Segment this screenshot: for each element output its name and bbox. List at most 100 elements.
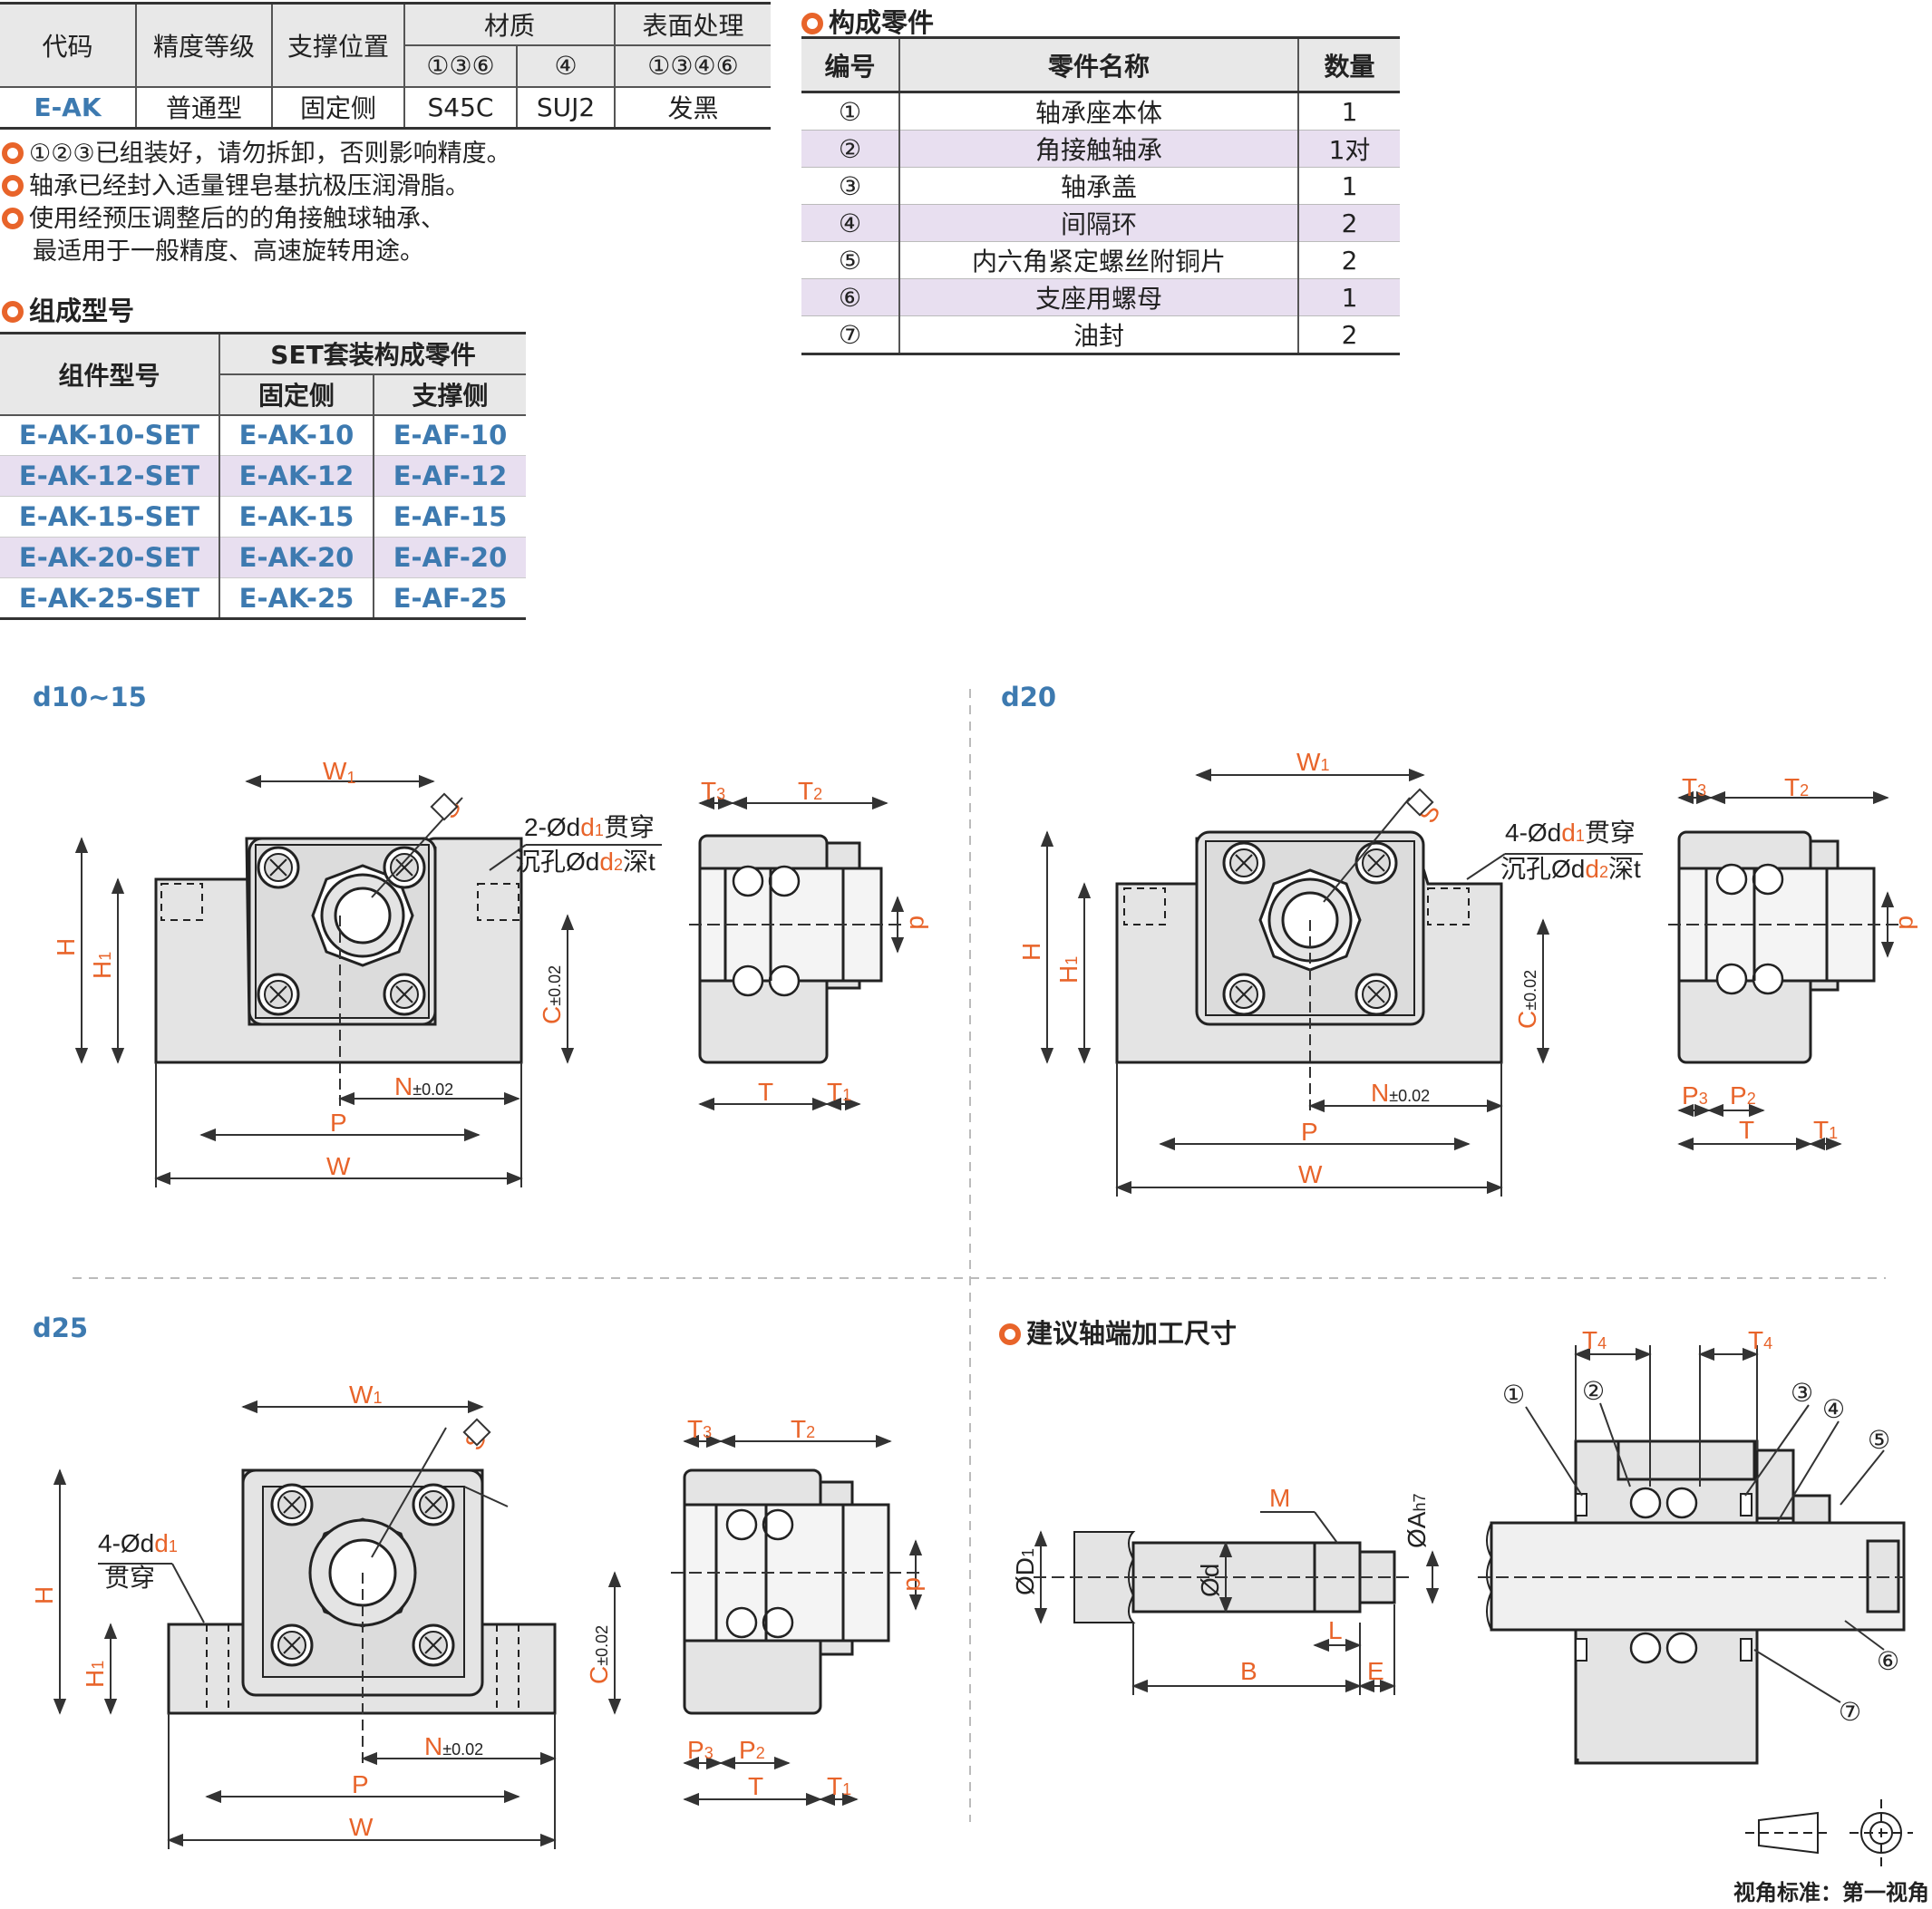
dim-t2-label-d25: T (791, 1415, 806, 1443)
dim-c-tol-d20: ±0.02 (1521, 970, 1539, 1011)
hole-note-1b-d20: 贯穿 (1585, 819, 1636, 847)
drawing-d10-15-labels: W1 H H1 C±0.02 N±0.02 P W S 2-Ødd1贯穿 沉孔Ø… (52, 757, 655, 1180)
hole-note-2b-d20: 深t (1608, 855, 1641, 883)
hole-note-2b: 深t (623, 848, 655, 876)
table-row: E-AK-20-SET E-AK-20 E-AF-20 (0, 537, 526, 578)
part-name: 间隔环 (899, 204, 1299, 242)
svg-text:T3: T3 (701, 777, 725, 805)
dim-n-tol: ±0.02 (413, 1080, 453, 1099)
svg-text:W1: W1 (323, 757, 355, 787)
drawing-label-d10-15: d10~15 (33, 682, 147, 712)
svg-text:T3: T3 (1682, 773, 1706, 801)
svg-text:H1: H1 (88, 952, 116, 979)
note-3: 使用经预压调整后的的角接触球轴承、 (2, 203, 445, 236)
hole-note-1-d25: 4-Ød (98, 1529, 154, 1557)
parts-section-title: 构成零件 (801, 2, 934, 40)
set-header-model: 组件型号 (0, 332, 220, 416)
dim-d-label-d25: d (901, 1577, 929, 1592)
spec-header-surface-sub: ①③④⑥ (615, 44, 771, 88)
svg-text:T1: T1 (827, 1772, 851, 1800)
set-header-set: SET套装构成零件 (219, 332, 526, 375)
spec-header-material-sub2: ④ (517, 44, 616, 88)
svg-text:T4: T4 (1748, 1326, 1772, 1354)
spec-header-grade: 精度等级 (136, 2, 273, 88)
dim-w1-label-d20: W (1296, 748, 1321, 776)
dim-t3-label-d25: T (687, 1415, 703, 1443)
set-support: E-AF-10 (374, 414, 526, 456)
svg-text:T4: T4 (1582, 1326, 1607, 1354)
dim-n-tol-d20: ±0.02 (1389, 1087, 1430, 1105)
bullet-icon (2, 142, 24, 164)
svg-text:T1: T1 (827, 1078, 851, 1106)
svg-text:ØD1: ØD1 (1011, 1548, 1039, 1595)
hole-note-2: 沉孔Ød (515, 848, 599, 876)
part-qty: 1 (1298, 278, 1400, 316)
dim-c-label-d25: C (585, 1666, 613, 1684)
svg-text:P3: P3 (1682, 1081, 1708, 1110)
svg-text:N±0.02: N±0.02 (1371, 1079, 1430, 1107)
set-support: E-AF-12 (374, 455, 526, 497)
svg-text:C±0.02: C±0.02 (585, 1625, 613, 1684)
bullet-icon (999, 1323, 1021, 1345)
part-qty: 2 (1298, 241, 1400, 279)
dim-t-label: T (758, 1078, 773, 1106)
part-no: ⑦ (801, 315, 900, 355)
dim-d1-label: ØD (1011, 1557, 1039, 1595)
svg-text:4-Ødd1: 4-Ødd1 (98, 1529, 178, 1557)
part-name: 轴承座本体 (899, 92, 1299, 131)
svg-text:N±0.02: N±0.02 (394, 1072, 453, 1100)
table-row: E-AK-15-SET E-AK-15 E-AF-15 (0, 496, 526, 538)
drawing-d20-side (1677, 830, 1876, 1064)
bullet-icon (2, 175, 24, 197)
note-text: 使用经预压调整后的的角接触球轴承、 (29, 205, 445, 233)
drawing-label-d20: d20 (1001, 682, 1057, 712)
set-model: E-AK-25-SET (0, 577, 220, 620)
svg-text:4-Ødd1贯穿: 4-Ødd1贯穿 (1505, 819, 1636, 847)
bullet-icon (2, 208, 24, 229)
parts-header-name: 零件名称 (899, 36, 1299, 93)
svg-text:H1: H1 (1054, 956, 1083, 984)
dim-t1-label: T (827, 1078, 842, 1106)
part-name: 角接触轴承 (899, 130, 1299, 168)
spec-surface: 发黑 (615, 86, 771, 130)
svg-text:T2: T2 (798, 777, 822, 805)
svg-text:T2: T2 (1784, 773, 1809, 801)
svg-text:W1: W1 (349, 1381, 382, 1409)
svg-text:T1: T1 (1813, 1116, 1838, 1144)
spec-header-code: 代码 (0, 2, 137, 88)
dim-h-label-d20: H (1017, 943, 1045, 961)
assembly-callouts: ① ② ③ ④ ⑤ ⑥ ⑦ (1502, 1377, 1899, 1726)
dim-p-label: P (330, 1109, 347, 1137)
hole-note-1-d20: 4-Ød (1505, 819, 1561, 847)
svg-text:沉孔Ødd2深t: 沉孔Ødd2深t (1500, 855, 1641, 883)
drawing-d10-15-side (698, 834, 883, 1064)
note-2: 轴承已经封入适量锂皂基抗极压润滑脂。 (2, 170, 470, 203)
hole-note-1b-d25: 贯穿 (104, 1564, 155, 1592)
part-no: ② (801, 130, 900, 168)
spec-row: E-AK 普通型 固定侧 S45C SUJ2 发黑 (0, 86, 771, 130)
dim-p2-label-d20: P (1730, 1081, 1747, 1110)
part-qty: 1 (1298, 92, 1400, 131)
first-angle-projection-icon (1745, 1799, 1913, 1867)
dim-m-label: M (1269, 1484, 1290, 1512)
hole-note-2-d20: 沉孔Ød (1500, 855, 1585, 883)
dim-t2-label-d20: T (1784, 773, 1800, 801)
dim-w1-label-d25: W (349, 1381, 374, 1409)
parts-header-no: 编号 (801, 36, 900, 93)
set-header-support: 支撑侧 (374, 373, 526, 416)
part-no: ③ (801, 167, 900, 205)
dim-w-label-d20: W (1298, 1160, 1323, 1188)
part-name: 油封 (899, 315, 1299, 355)
svg-text:P2: P2 (739, 1736, 765, 1764)
dim-t4-label-a: T (1582, 1326, 1597, 1354)
spec-header-material: 材质 (404, 2, 616, 46)
svg-text:H1: H1 (81, 1661, 109, 1688)
dim-h1-label-d25: H (81, 1670, 109, 1688)
svg-text:C±0.02: C±0.02 (1513, 970, 1541, 1029)
spec-header-material-sub1: ①③⑥ (404, 44, 518, 88)
